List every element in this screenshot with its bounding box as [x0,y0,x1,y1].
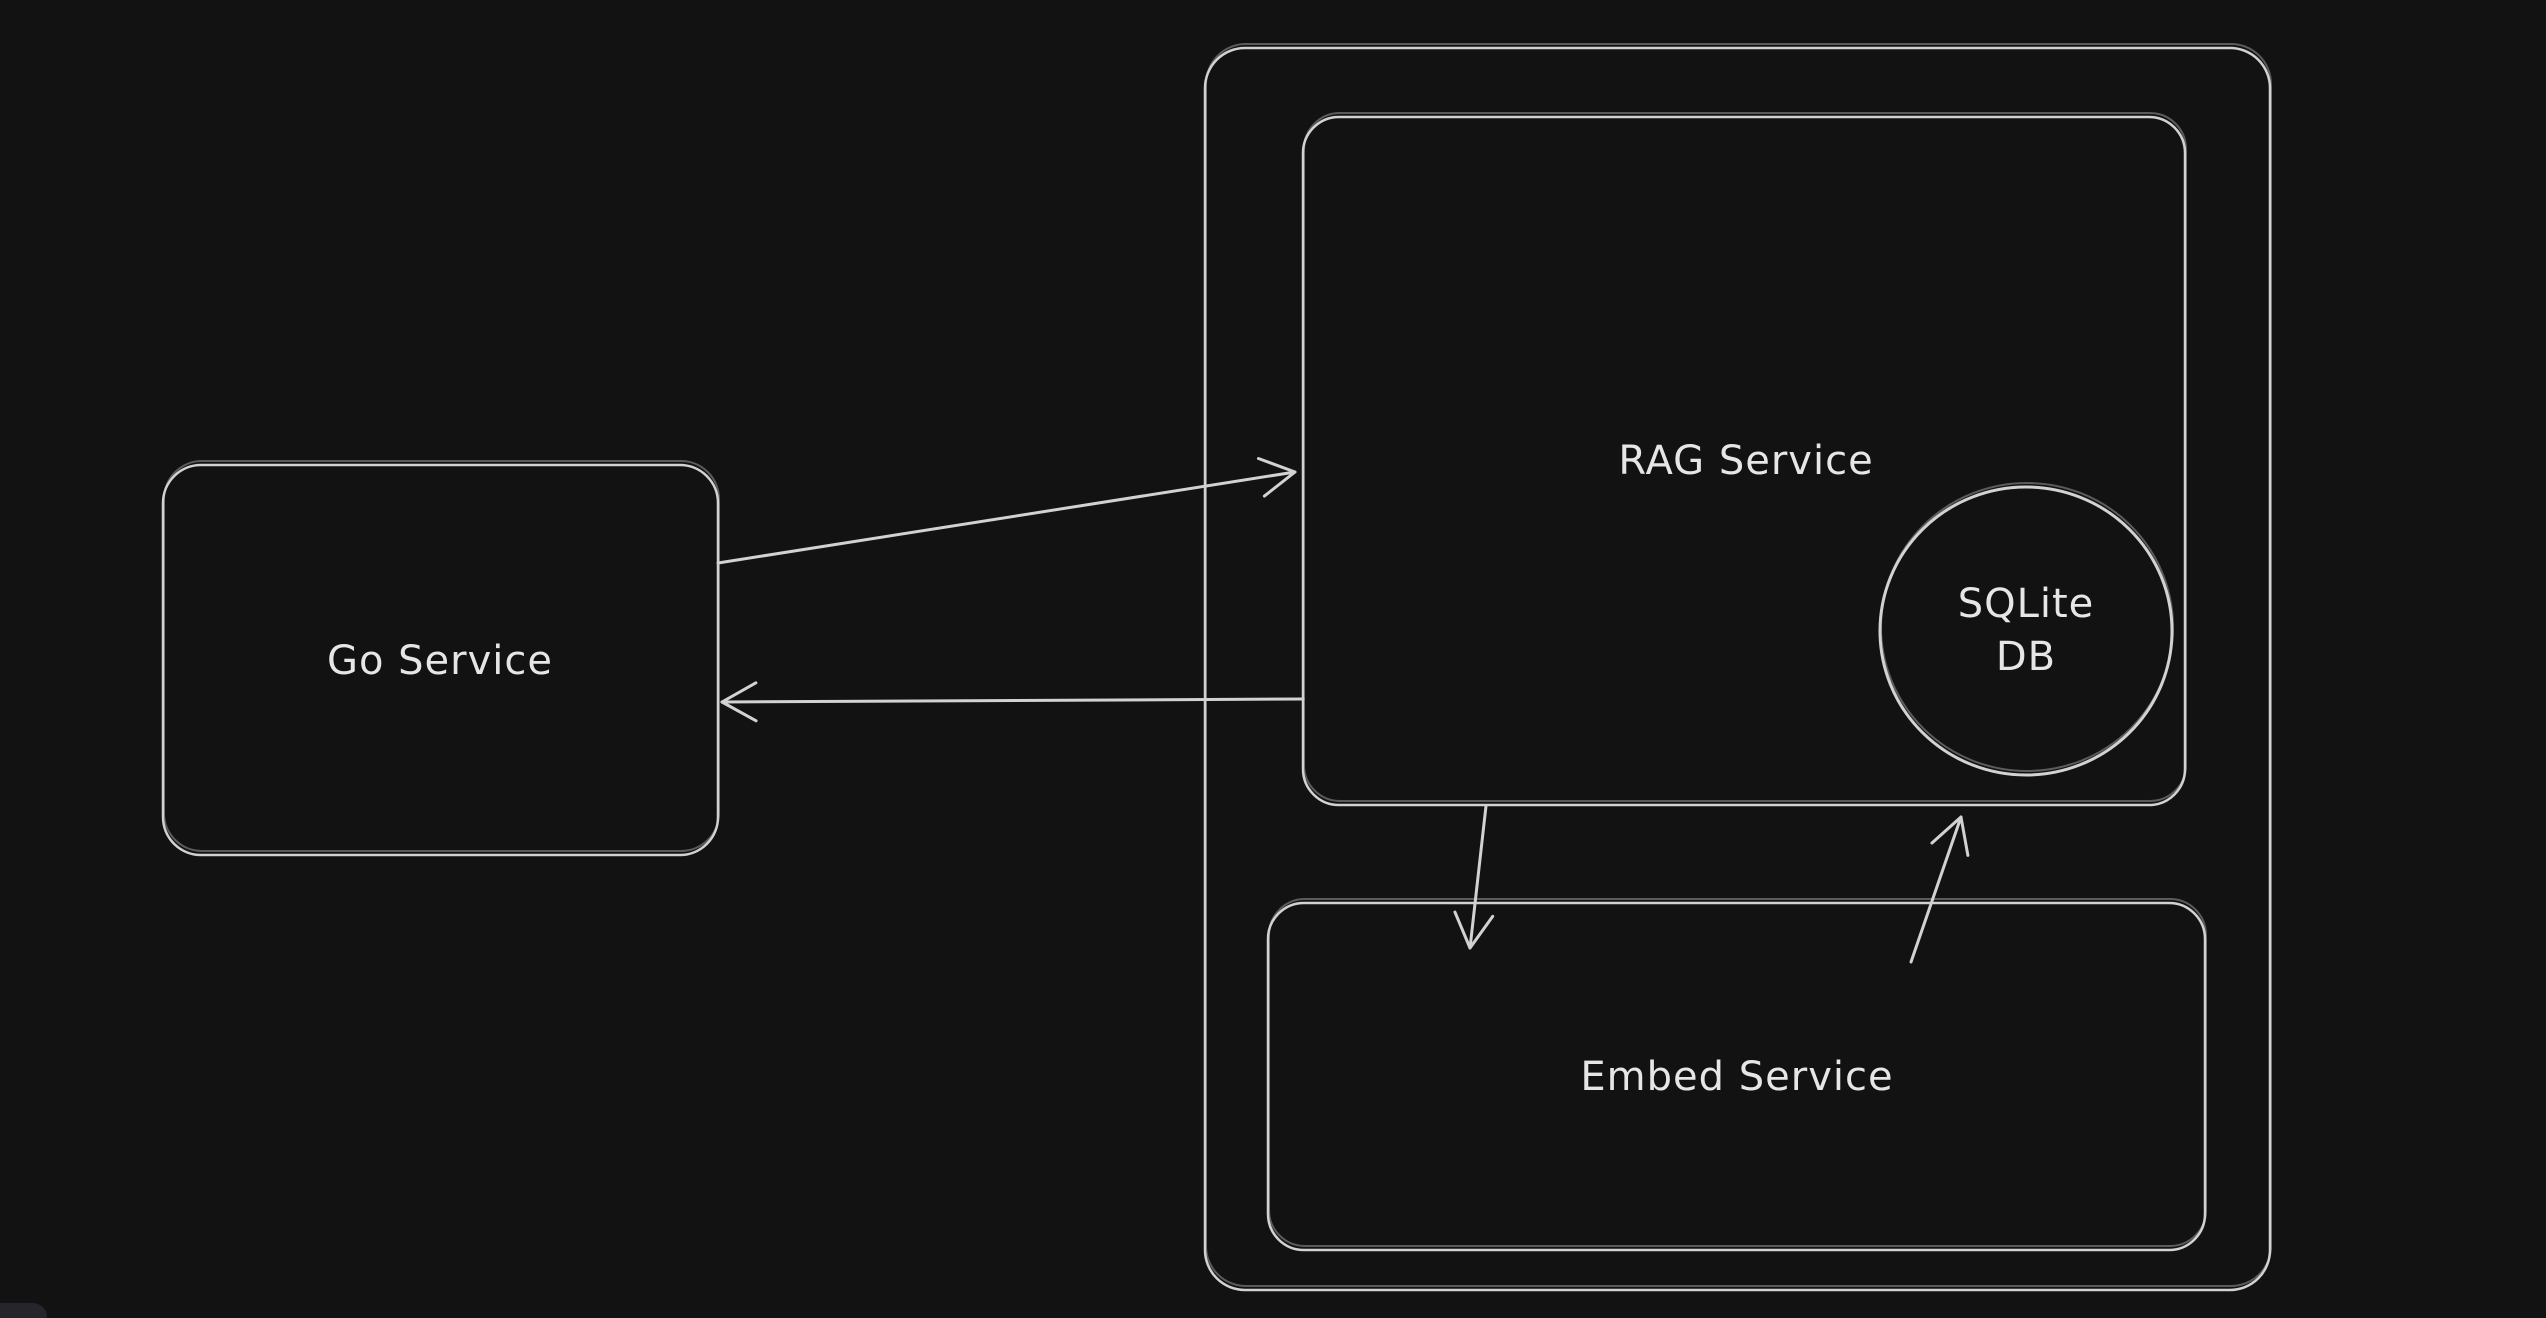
rag-service-box[interactable] [1301,115,2187,807]
arrow-embed-to-sqlite[interactable] [1909,815,1970,964]
sqlite-db-circle[interactable] [1878,485,2174,777]
group-container-box[interactable] [1203,46,2272,1292]
arrow-go-to-rag[interactable] [716,457,1297,565]
arrow-rag-to-embed[interactable] [1453,804,1495,950]
rag-service-label: RAG Service [1618,438,1873,484]
go-service-box[interactable] [161,463,720,857]
sqlite-db-label-line1: SQLite [1958,581,2095,627]
bottom-left-panel-corner [0,1303,47,1318]
sqlite-db-label-line2: DB [1996,634,2056,680]
arrow-rag-to-go[interactable] [720,681,1305,723]
go-service-label: Go Service [327,638,553,684]
embed-service-box[interactable] [1266,901,2207,1252]
embed-service-label: Embed Service [1580,1054,1893,1100]
